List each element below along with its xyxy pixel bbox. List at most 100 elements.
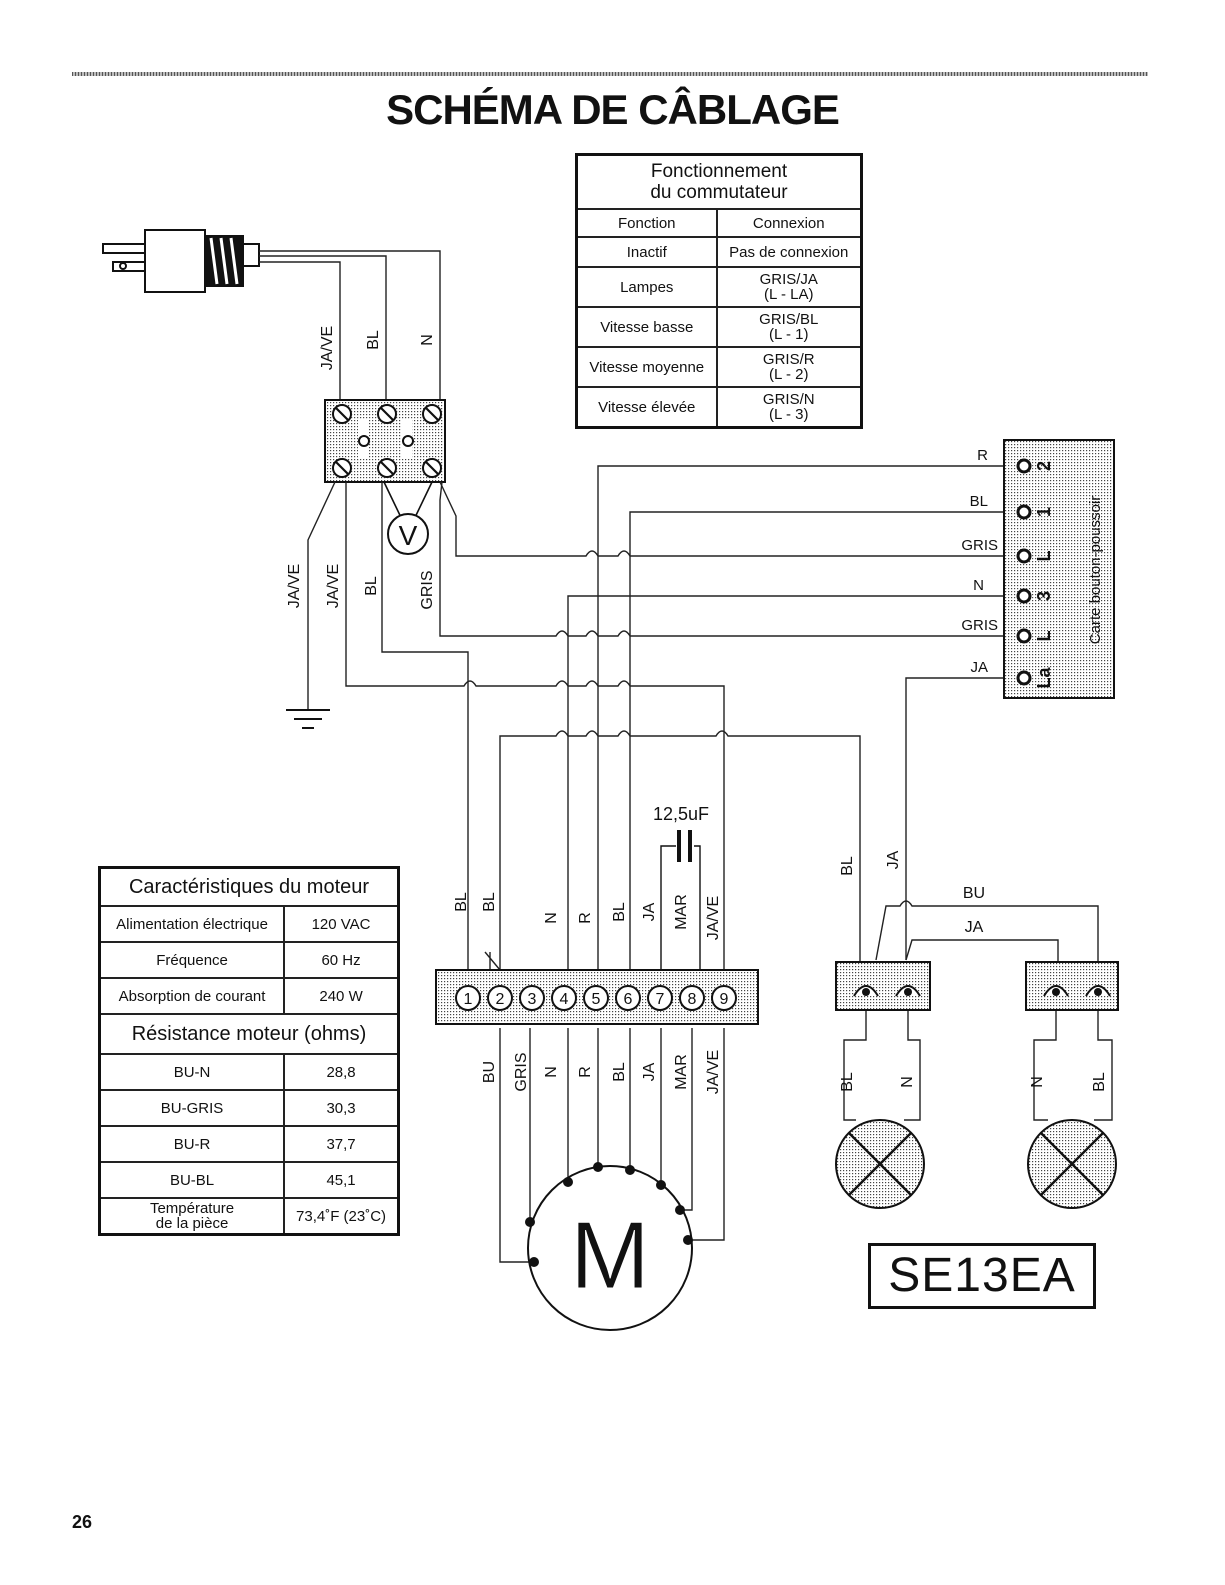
switch-table-title: Fonctionnement du commutateur [575, 153, 863, 210]
terminal-number: 7 [656, 991, 665, 1008]
motor-leads [499, 1028, 725, 1263]
pushbutton-board: Carte bouton-poussoir [1003, 439, 1115, 699]
pushbutton-wire-label: R [977, 447, 988, 464]
page-title: SCHÉMA DE CÂBLAGE [386, 86, 840, 133]
power-plug-icon [102, 229, 260, 293]
strip-wire-label: BU [481, 1061, 498, 1083]
lamp-wire-label: JA [885, 850, 902, 869]
pushbutton-wire-label: GRIS [961, 537, 998, 554]
strip-wire-label: JA [641, 1062, 658, 1081]
strip-wire-label: BL [611, 902, 628, 922]
motor-table-title: Caractéristiques du moteur [98, 866, 400, 907]
terminal-number: 3 [528, 991, 537, 1008]
terminal-number: 5 [592, 991, 601, 1008]
top-rule [72, 72, 1148, 76]
pushbutton-wires [499, 465, 1004, 970]
strip-wire-label: MAR [673, 1054, 690, 1090]
terminal-screw [647, 985, 673, 1011]
lamp-bulb-icon [1027, 1119, 1117, 1209]
strip-wire-label: MAR [673, 894, 690, 930]
strip-wire-label: JA [641, 902, 658, 921]
table-row: Vitesse basse GRIS/BL(L - 1) [575, 306, 863, 348]
strip-wire-label: BL [481, 892, 498, 912]
voltmeter-label: V [399, 520, 418, 551]
terminal-screw [455, 985, 481, 1011]
pushbutton-wire-label: JA [970, 659, 988, 676]
strip-wire-label: JA/VE [705, 896, 722, 940]
terminal-number: 8 [688, 991, 697, 1008]
lamp-wire-label: BL [839, 856, 856, 876]
col-header-connection: Connexion [715, 208, 863, 238]
strip-wire-label: R [577, 1066, 594, 1078]
block-wire-label: BL [363, 576, 380, 596]
terminal-screw [487, 985, 513, 1011]
pushbutton-terminal-label: La [1034, 667, 1054, 689]
lamp-wire-label: N [1029, 1076, 1046, 1088]
pushbutton-wire-label: GRIS [961, 617, 998, 634]
terminal-screw [679, 985, 705, 1011]
lamp-socket-right [1025, 961, 1119, 1011]
strip-wire-label: N [543, 912, 560, 924]
pushbutton-terminal-label: 3 [1034, 591, 1054, 601]
terminal-screw [583, 985, 609, 1011]
block-wire-label: JA/VE [325, 564, 342, 608]
table-row: Vitesse moyenne GRIS/R(L - 2) [575, 346, 863, 388]
terminal-screw [711, 985, 737, 1011]
lamp-wire-label: N [899, 1076, 916, 1088]
motor-icon: M [525, 1162, 693, 1331]
lamp-wire-label: BU [963, 885, 985, 902]
terminal-screw [519, 985, 545, 1011]
pushbutton-terminal-label: 1 [1034, 507, 1054, 517]
lamp-socket-left [835, 961, 931, 1011]
motor-specs-table: Caractéristiques du moteur Alimentation … [98, 866, 400, 1236]
capacitor-label: 12,5uF [653, 804, 709, 824]
voltmeter-icon: V [383, 481, 433, 555]
ground-symbol-icon [286, 709, 330, 729]
block-wire-label: GRIS [419, 570, 436, 609]
plug-wire-label: BL [365, 330, 382, 350]
lamp-wire-label: JA [965, 919, 984, 936]
strip-wire-label: GRIS [513, 1052, 530, 1091]
strip-wire-label: BL [611, 1062, 628, 1082]
resistance-title: Résistance moteur (ohms) [98, 1013, 400, 1055]
strip-wire-label: N [543, 1066, 560, 1078]
plug-wire-label: JA/VE [319, 326, 336, 370]
pushbutton-terminal-label: L [1034, 631, 1054, 642]
pushbutton-board-label: Carte bouton-poussoir [1087, 496, 1104, 644]
page-number: 26 [72, 1512, 93, 1532]
plug-leads [259, 250, 441, 400]
switch-operation-table: Fonctionnement du commutateur Fonction C… [575, 153, 863, 429]
block-wire-label: JA/VE [286, 564, 303, 608]
strip-wire-label: R [577, 912, 594, 924]
table-row: Vitesse élevée GRIS/N(L - 3) [575, 386, 863, 429]
strip-wire-label: JA/VE [705, 1050, 722, 1094]
block-down-leads [307, 481, 1004, 970]
model-label: SE13EA [868, 1243, 1096, 1309]
capacitor-icon [660, 830, 701, 970]
pushbutton-wire-label: N [973, 577, 984, 594]
motor-label: M [570, 1202, 650, 1309]
terminal-screw [615, 985, 641, 1011]
terminal-number: 2 [496, 991, 505, 1008]
table-row: Lampes GRIS/JA(L - LA) [575, 266, 863, 308]
terminal-number: 9 [720, 991, 729, 1008]
plug-wire-label: N [419, 334, 436, 346]
col-header-function: Fonction [575, 208, 718, 238]
terminal-number: 4 [560, 991, 569, 1008]
lamp-bulb-icon [835, 1119, 925, 1209]
terminal-block [324, 399, 446, 483]
pushbutton-wire-label: BL [970, 493, 988, 510]
pushbutton-terminal-label: 2 [1034, 461, 1054, 471]
pushbutton-terminal-label: L [1034, 551, 1054, 562]
strip-wire-label: BL [453, 892, 470, 912]
terminal-number: 1 [464, 991, 473, 1008]
lamp-wire-label: BL [839, 1072, 856, 1092]
